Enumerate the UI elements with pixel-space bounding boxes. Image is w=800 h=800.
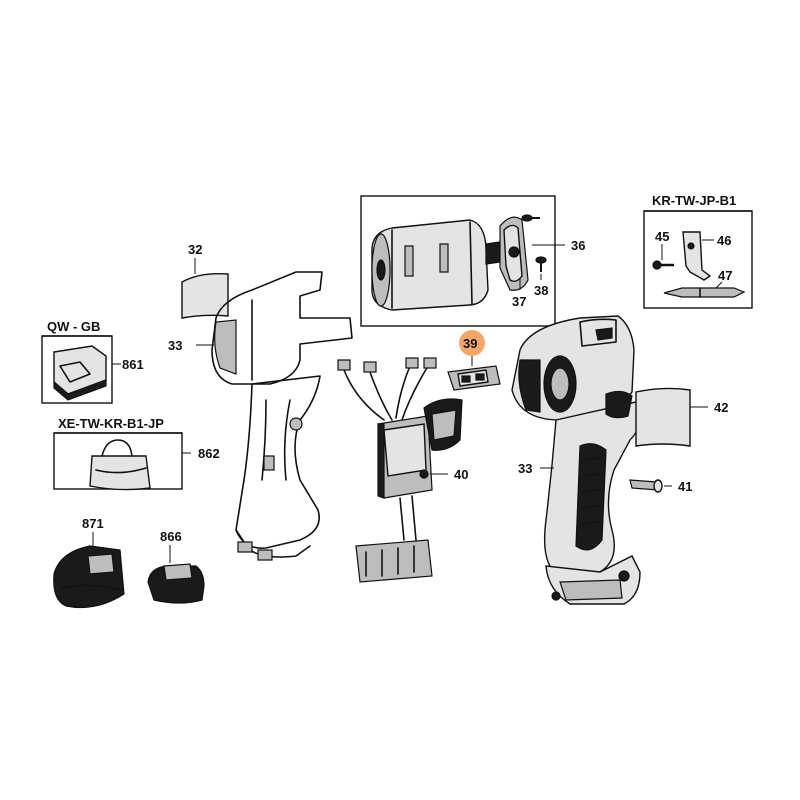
tool-bag-part xyxy=(89,439,151,491)
carry-case-part xyxy=(53,345,107,401)
screwdriver-bit-part xyxy=(663,287,746,298)
callout-41: 41 xyxy=(678,479,692,494)
callout-40: 40 xyxy=(454,467,468,482)
callout-866: 866 xyxy=(160,529,182,544)
callout-46: 46 xyxy=(717,233,731,248)
callout-33-right: 33 xyxy=(518,461,532,476)
right-housing-part xyxy=(511,315,641,605)
kr-box-title: KR-TW-JP-B1 xyxy=(652,193,736,208)
battery-part xyxy=(147,545,205,604)
qw-gb-title: QW - GB xyxy=(47,319,100,334)
callout-871: 871 xyxy=(82,516,104,531)
screw-41-part xyxy=(629,479,672,493)
callout-38: 38 xyxy=(534,283,548,298)
clip-screw-part xyxy=(652,260,674,270)
label-42-part xyxy=(635,387,708,447)
label-32-part xyxy=(181,258,229,319)
screw-38 xyxy=(535,256,547,272)
callout-36: 36 xyxy=(571,238,585,253)
callout-39: 39 xyxy=(463,336,477,351)
motor-part xyxy=(371,219,501,311)
callout-32: 32 xyxy=(188,242,202,257)
callout-42: 42 xyxy=(714,400,728,415)
motor-end-plate-part xyxy=(499,216,529,291)
qw-gb-box: QW - GB xyxy=(41,319,121,404)
highlight-marker xyxy=(459,330,485,356)
part-39-connector xyxy=(447,330,501,391)
callout-33-left: 33 xyxy=(168,338,182,353)
callout-861: 861 xyxy=(122,357,144,372)
xe-box-title: XE-TW-KR-B1-JP xyxy=(58,416,164,431)
motor-assembly-box xyxy=(360,195,565,327)
charger-part xyxy=(53,532,125,609)
left-housing-part xyxy=(196,271,353,561)
switch-assembly-part xyxy=(337,357,463,583)
callout-862: 862 xyxy=(198,446,220,461)
xe-box: XE-TW-KR-B1-JP xyxy=(53,416,191,491)
kr-accessory-box: KR-TW-JP-B1 xyxy=(643,193,753,309)
belt-clip-part xyxy=(682,231,712,281)
callout-45: 45 xyxy=(655,229,669,244)
screw-top xyxy=(521,214,540,222)
callout-37: 37 xyxy=(512,294,526,309)
callout-47: 47 xyxy=(718,268,732,283)
